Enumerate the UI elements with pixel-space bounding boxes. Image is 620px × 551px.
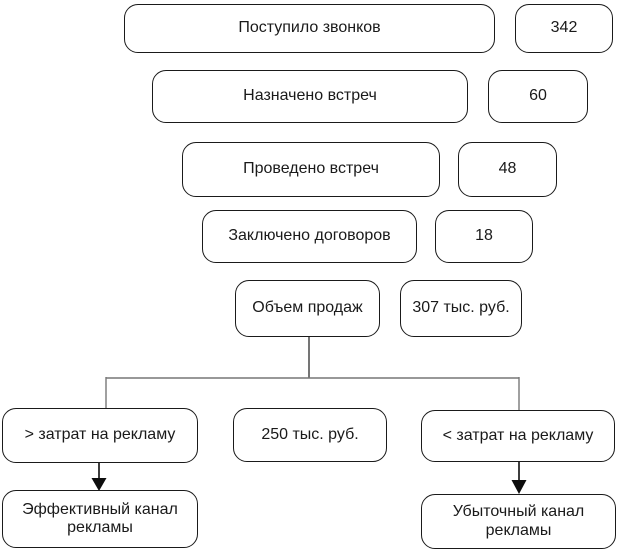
stage-box-calls: Поступило звонков xyxy=(124,4,495,53)
stage-box-meetings: Проведено встреч xyxy=(182,142,440,197)
value-box-sales-volume: 307 тыс. руб. xyxy=(400,280,522,337)
arrow-down-right-icon xyxy=(511,462,527,494)
stage-box-appointments: Назначено встреч xyxy=(152,70,468,123)
stage-box-contracts: Заключено договоров xyxy=(202,210,417,263)
stage-box-sales-volume: Объем продаж xyxy=(235,280,380,337)
arrow-down-left-icon xyxy=(91,463,107,491)
value-box-appointments: 60 xyxy=(488,70,588,123)
outcome-box-effective-channel: Эффективный канал рекламы xyxy=(2,490,198,548)
value-box-meetings: 48 xyxy=(458,142,557,197)
threshold-box-ad-costs: 250 тыс. руб. xyxy=(233,408,387,462)
tree-connector xyxy=(105,337,520,411)
outcome-box-unprofitable-channel: Убыточный канал рекламы xyxy=(421,494,616,549)
value-box-calls: 342 xyxy=(515,4,613,53)
condition-box-below-ad-costs: < затрат на рекламу xyxy=(421,410,615,462)
value-box-contracts: 18 xyxy=(435,210,533,263)
condition-box-above-ad-costs: > затрат на рекламу xyxy=(2,408,198,463)
